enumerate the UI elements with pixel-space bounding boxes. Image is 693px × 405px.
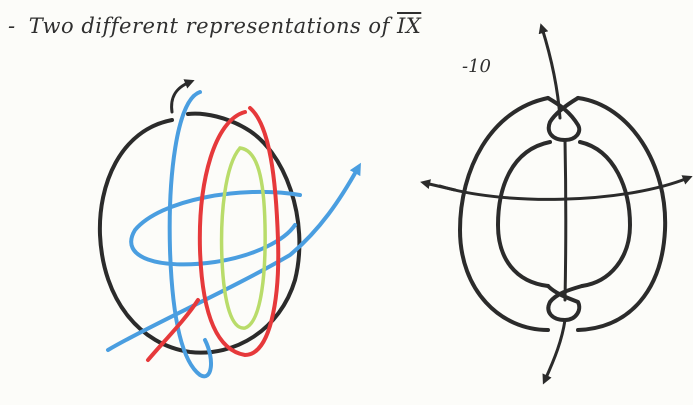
vertical-axis-up-arrow [542,28,560,118]
blue-vertical-strand [170,92,211,376]
green-loop-strand [222,148,266,328]
multicolor-sphere-knot [100,82,358,376]
vertical-axis-strand [565,140,566,300]
horizontal-axis-left-head [425,183,455,190]
top-twist-strand [548,98,579,140]
black-knot-diagram [425,28,688,380]
horizontal-axis-arrow [440,178,688,199]
